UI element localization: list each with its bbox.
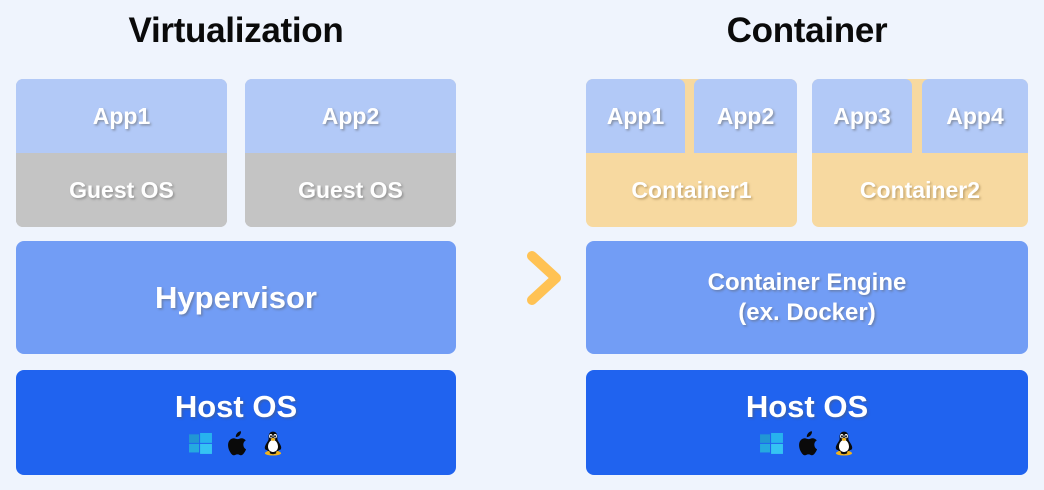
vm-app-label-1: App1: [16, 79, 227, 153]
virtualization-title: Virtualization: [128, 11, 344, 50]
vm-guest-os-label-1: Guest OS: [16, 153, 227, 227]
hypervisor-block: Hypervisor: [16, 241, 456, 354]
vm-app-label-2: App2: [245, 79, 456, 153]
host-os-label-left: Host OS: [174, 388, 298, 424]
os-icon-row-left: [188, 430, 284, 456]
windows-icon: [188, 431, 213, 456]
container-engine-label-line2: (ex. Docker): [738, 298, 876, 326]
container-label-2: Container2: [859, 176, 981, 203]
linux-tux-icon: [262, 431, 284, 456]
os-icon-row-right: [759, 430, 855, 456]
vm-block-2: App2 Guest OS: [245, 79, 456, 227]
container-title: Container: [726, 11, 888, 50]
arrow-right-icon: [471, 248, 570, 308]
container-engine-block: Container Engine (ex. Docker): [586, 241, 1028, 354]
container-app-label-2a: App3: [812, 79, 912, 153]
container-block-1: App1 App2 Container1: [586, 79, 797, 227]
apple-icon: [797, 431, 820, 456]
host-os-block-left: Host OS: [16, 370, 456, 475]
container-app-label-1b: App2: [694, 79, 797, 153]
host-os-label-right: Host OS: [745, 388, 869, 424]
apple-icon: [226, 431, 249, 456]
hypervisor-label: Hypervisor: [155, 279, 317, 315]
container-app-label-2b: App4: [922, 79, 1028, 153]
container-app-label-1a: App1: [586, 79, 685, 153]
host-os-block-right: Host OS: [586, 370, 1028, 475]
container-label-1: Container1: [631, 176, 752, 203]
vm-block-1: App1 Guest OS: [16, 79, 227, 227]
container-engine-label-line1: Container Engine: [707, 268, 907, 296]
vm-guest-os-label-2: Guest OS: [245, 153, 456, 227]
container-block-2: App3 App4 Container2: [812, 79, 1028, 227]
windows-icon: [759, 431, 784, 456]
linux-tux-icon: [833, 431, 855, 456]
